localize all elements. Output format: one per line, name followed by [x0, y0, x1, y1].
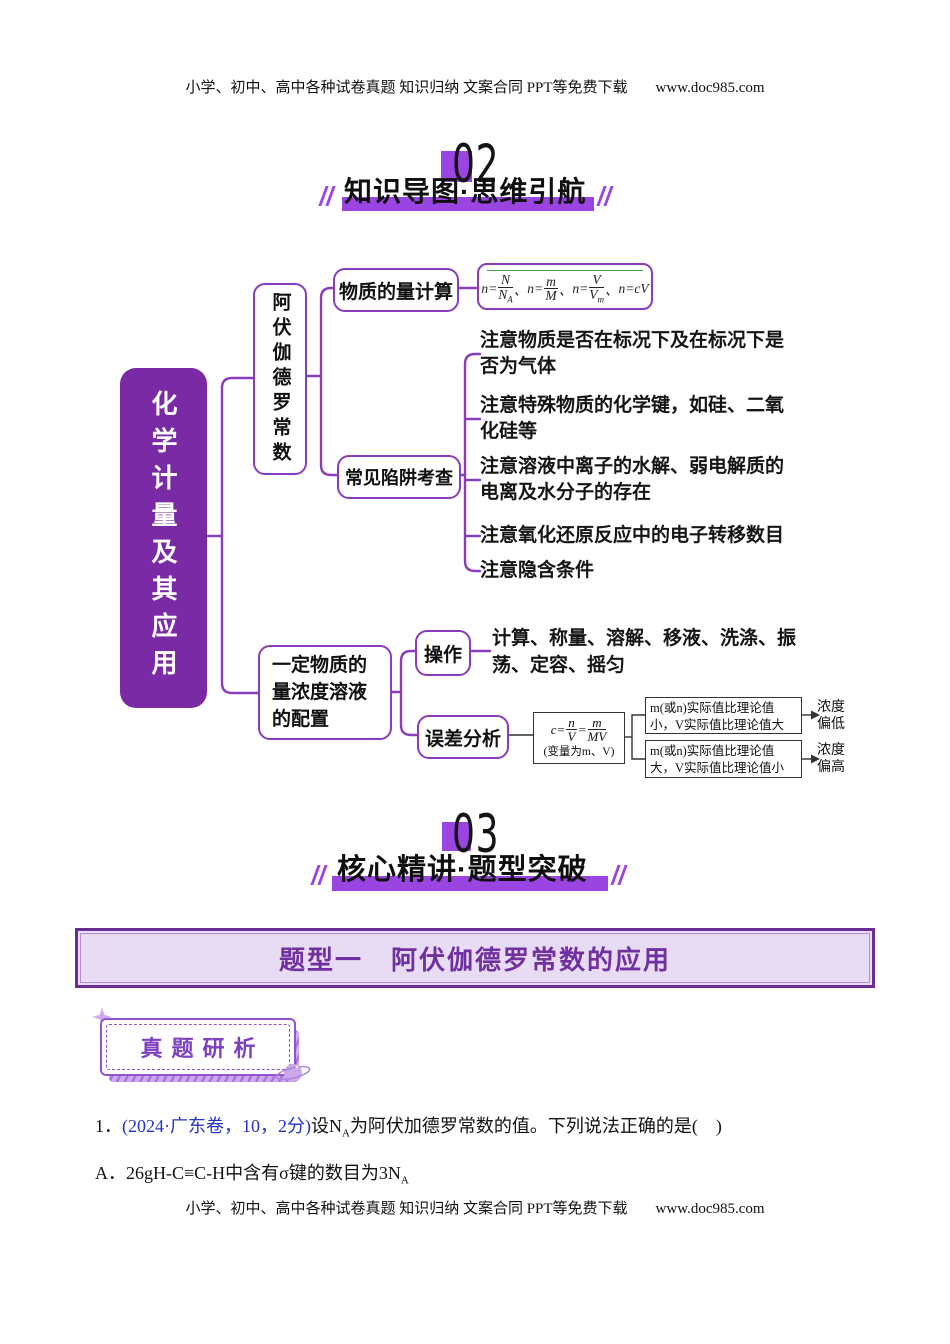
formula-part: 、	[605, 282, 619, 298]
operation-node: 操作	[415, 630, 471, 676]
footer-text: 小学、初中、高中各种试卷真题 知识归纳 文案合同 PPT等免费下载	[185, 1201, 628, 1217]
badge-dashed-border	[106, 1024, 290, 1070]
trap-item-4: 注意氧化还原反应中的电子转移数目	[480, 525, 785, 546]
root-label: 化学计量及其应用	[148, 390, 178, 686]
section03-title: 核心精讲·题型突破	[337, 854, 588, 886]
formula-part: V	[589, 273, 605, 288]
avogadro-label: 阿伏伽德罗常数	[269, 291, 291, 467]
question-source: (2024·广东卷，10，2分)	[122, 1116, 311, 1136]
trap-node: 常见陷阱考查	[337, 455, 461, 499]
formula-part: V	[589, 286, 598, 302]
real-question-badge: 真题研析	[100, 1018, 296, 1076]
topic-banner-inner-border	[80, 933, 870, 983]
formula-part: N	[498, 273, 513, 288]
formula-part: 、	[513, 282, 528, 298]
footer-site-url: www.doc985.com	[655, 1201, 765, 1217]
formula-part: n=cV	[618, 280, 649, 296]
trap-item-1: 注意物质是否在标况下及在标况下是否为气体	[480, 330, 785, 377]
error-case-high-box: m(或n)实际值比理论值 大，V实际值比理论值小	[645, 740, 802, 778]
planet-icon	[275, 1064, 311, 1082]
operation-steps: 计算、称量、溶解、移液、洗涤、振 荡、定容、摇匀	[492, 628, 797, 676]
section03-square	[442, 822, 471, 851]
error-result-high: 浓度 偏高	[817, 743, 845, 775]
formula-note: (变量为m、V)	[543, 745, 615, 758]
section03-number: 03	[452, 804, 500, 865]
operation-label: 操作	[423, 644, 462, 666]
error-analysis-label: 误差分析	[424, 728, 501, 750]
mindmap-connectors	[204, 286, 820, 764]
trap-item-2: 注意特殊物质的化学键，如硅、二氧化硅等	[480, 395, 785, 442]
section02-number: 02	[452, 134, 500, 195]
formula-part: n=	[572, 280, 589, 296]
error-analysis-node: 误差分析	[417, 715, 509, 759]
section02-right-slashes-icon	[596, 186, 613, 206]
badge-label: 真题研析	[140, 1036, 265, 1061]
section02-square	[441, 151, 472, 182]
solution-node: 一定物质的 量浓度溶液 的配置	[258, 645, 392, 740]
mole-calc-node: 物质的量计算	[333, 268, 459, 312]
topic-banner: 题型一 阿伏伽德罗常数的应用	[75, 928, 875, 988]
section03-right-slashes-icon	[610, 865, 627, 885]
formula-part: m	[597, 294, 605, 305]
error-case-low-box: m(或n)实际值比理论值 小，V实际值比理论值大	[645, 697, 802, 734]
trap-label: 常见陷阱考查	[345, 468, 453, 488]
avogadro-node: 阿伏伽德罗常数	[253, 283, 307, 475]
formula-part: n=	[481, 280, 498, 296]
trap-item-3: 注意溶液中离子的水解、弱电解质的电离及水分子的存在	[480, 456, 785, 503]
header-text: 小学、初中、高中各种试卷真题 知识归纳 文案合同 PPT等免费下载	[185, 80, 628, 96]
question-1-stem: 1．(2024·广东卷，10，2分)设NA为阿伏加德罗常数的值。下列说法正确的是…	[95, 1116, 722, 1140]
formula-part: N	[498, 286, 508, 302]
error-result-low: 浓度 偏低	[817, 700, 845, 732]
solution-label-line: 的配置	[272, 709, 330, 730]
formula-part: A	[507, 294, 513, 305]
section02-title-bar	[342, 197, 594, 211]
formula-green-line	[487, 270, 643, 271]
solution-label-line: 量浓度溶液	[272, 682, 368, 703]
mole-calc-label: 物质的量计算	[338, 281, 453, 303]
section02-left-slashes-icon	[318, 186, 335, 206]
mindmap-root-node: 化学计量及其应用	[120, 368, 207, 708]
page-footer: 小学、初中、高中各种试卷真题 知识归纳 文案合同 PPT等免费下载 www.doc…	[0, 1197, 950, 1218]
section03-title-bar	[332, 876, 608, 891]
topic-banner-title: 题型一 阿伏伽德罗常数的应用	[278, 944, 671, 975]
formula-part: n=	[527, 280, 544, 296]
section02-title: 知识导图·思维引航	[344, 176, 587, 207]
question-1-option-a: A．26gH-C≡C-H中含有σ键的数目为3NA	[95, 1163, 409, 1187]
page-header: 小学、初中、高中各种试卷真题 知识归纳 文案合同 PPT等免费下载 www.doc…	[0, 76, 950, 97]
header-site-url: www.doc985.com	[655, 80, 765, 96]
solution-label-line: 一定物质的	[272, 655, 368, 676]
formula-part: 、	[558, 282, 573, 298]
section03-left-slashes-icon	[310, 865, 327, 885]
trap-item-5: 注意隐含条件	[480, 560, 595, 581]
question-number: 1．	[95, 1116, 122, 1136]
formula-part: M	[545, 288, 557, 304]
formula-part: m	[544, 273, 558, 290]
